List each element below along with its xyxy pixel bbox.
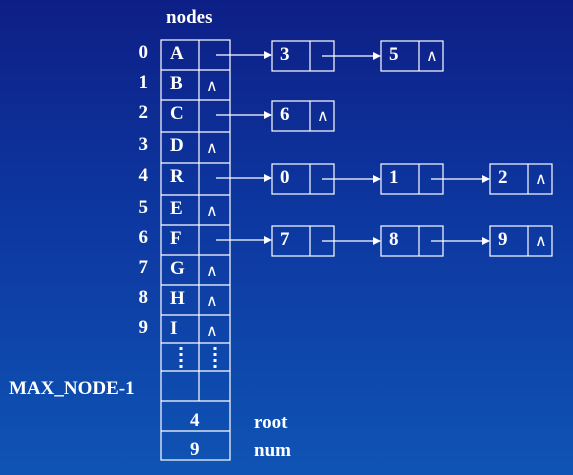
row-index-6: 6 xyxy=(138,227,149,248)
num-value: 9 xyxy=(190,439,200,460)
nodes-table-frame xyxy=(160,39,231,461)
row-index-2: 2 xyxy=(138,102,149,123)
row-index-9: 9 xyxy=(138,317,149,338)
node-data-3: D xyxy=(170,135,184,156)
null-pointer-symbol: ∧ xyxy=(206,321,218,340)
node-data-7: G xyxy=(170,258,185,279)
num-label: num xyxy=(254,440,291,461)
row-index-0: 0 xyxy=(138,42,149,63)
null-pointer-symbol: ∧ xyxy=(206,76,218,95)
child-list-node xyxy=(380,40,444,72)
row-index-5: 5 xyxy=(138,197,149,218)
null-pointer-symbol: ∧ xyxy=(206,261,218,280)
child-node-value-6: 6 xyxy=(280,104,290,125)
row-index-1: 1 xyxy=(138,72,149,93)
max-node-label: MAX_NODE-1 xyxy=(9,378,135,399)
child-node-value-1: 1 xyxy=(389,167,399,188)
root-label: root xyxy=(254,412,288,433)
null-pointer-symbol: ∧ xyxy=(535,231,547,250)
child-node-value-0: 0 xyxy=(280,167,290,188)
child-node-value-2: 2 xyxy=(498,167,508,188)
node-data-2: C xyxy=(170,103,184,124)
child-node-value-3: 3 xyxy=(280,44,290,65)
root-value: 4 xyxy=(190,410,200,431)
child-node-value-5: 5 xyxy=(389,44,399,65)
row-index-8: 8 xyxy=(138,287,149,308)
null-pointer-symbol: ∧ xyxy=(206,138,218,157)
node-data-8: H xyxy=(170,288,185,309)
row-index-3: 3 xyxy=(138,134,149,155)
child-node-value-9: 9 xyxy=(498,229,508,250)
node-data-1: B xyxy=(170,73,183,94)
nodes-title: nodes xyxy=(166,7,213,28)
null-pointer-symbol: ∧ xyxy=(317,106,329,125)
null-pointer-symbol: ∧ xyxy=(426,46,438,65)
child-node-value-7: 7 xyxy=(280,229,290,250)
row-index-4: 4 xyxy=(138,165,149,186)
child-list-node xyxy=(489,163,553,195)
null-pointer-symbol: ∧ xyxy=(206,201,218,220)
child-list-node xyxy=(271,100,335,132)
node-data-6: F xyxy=(170,228,182,249)
node-data-9: I xyxy=(170,318,178,339)
null-pointer-symbol: ∧ xyxy=(206,291,218,310)
child-list-node xyxy=(489,225,553,257)
node-data-5: E xyxy=(170,198,183,219)
row-index-7: 7 xyxy=(138,257,149,278)
node-data-0: A xyxy=(170,43,184,64)
child-node-value-8: 8 xyxy=(389,229,399,250)
node-data-4: R xyxy=(170,166,184,187)
null-pointer-symbol: ∧ xyxy=(535,169,547,188)
